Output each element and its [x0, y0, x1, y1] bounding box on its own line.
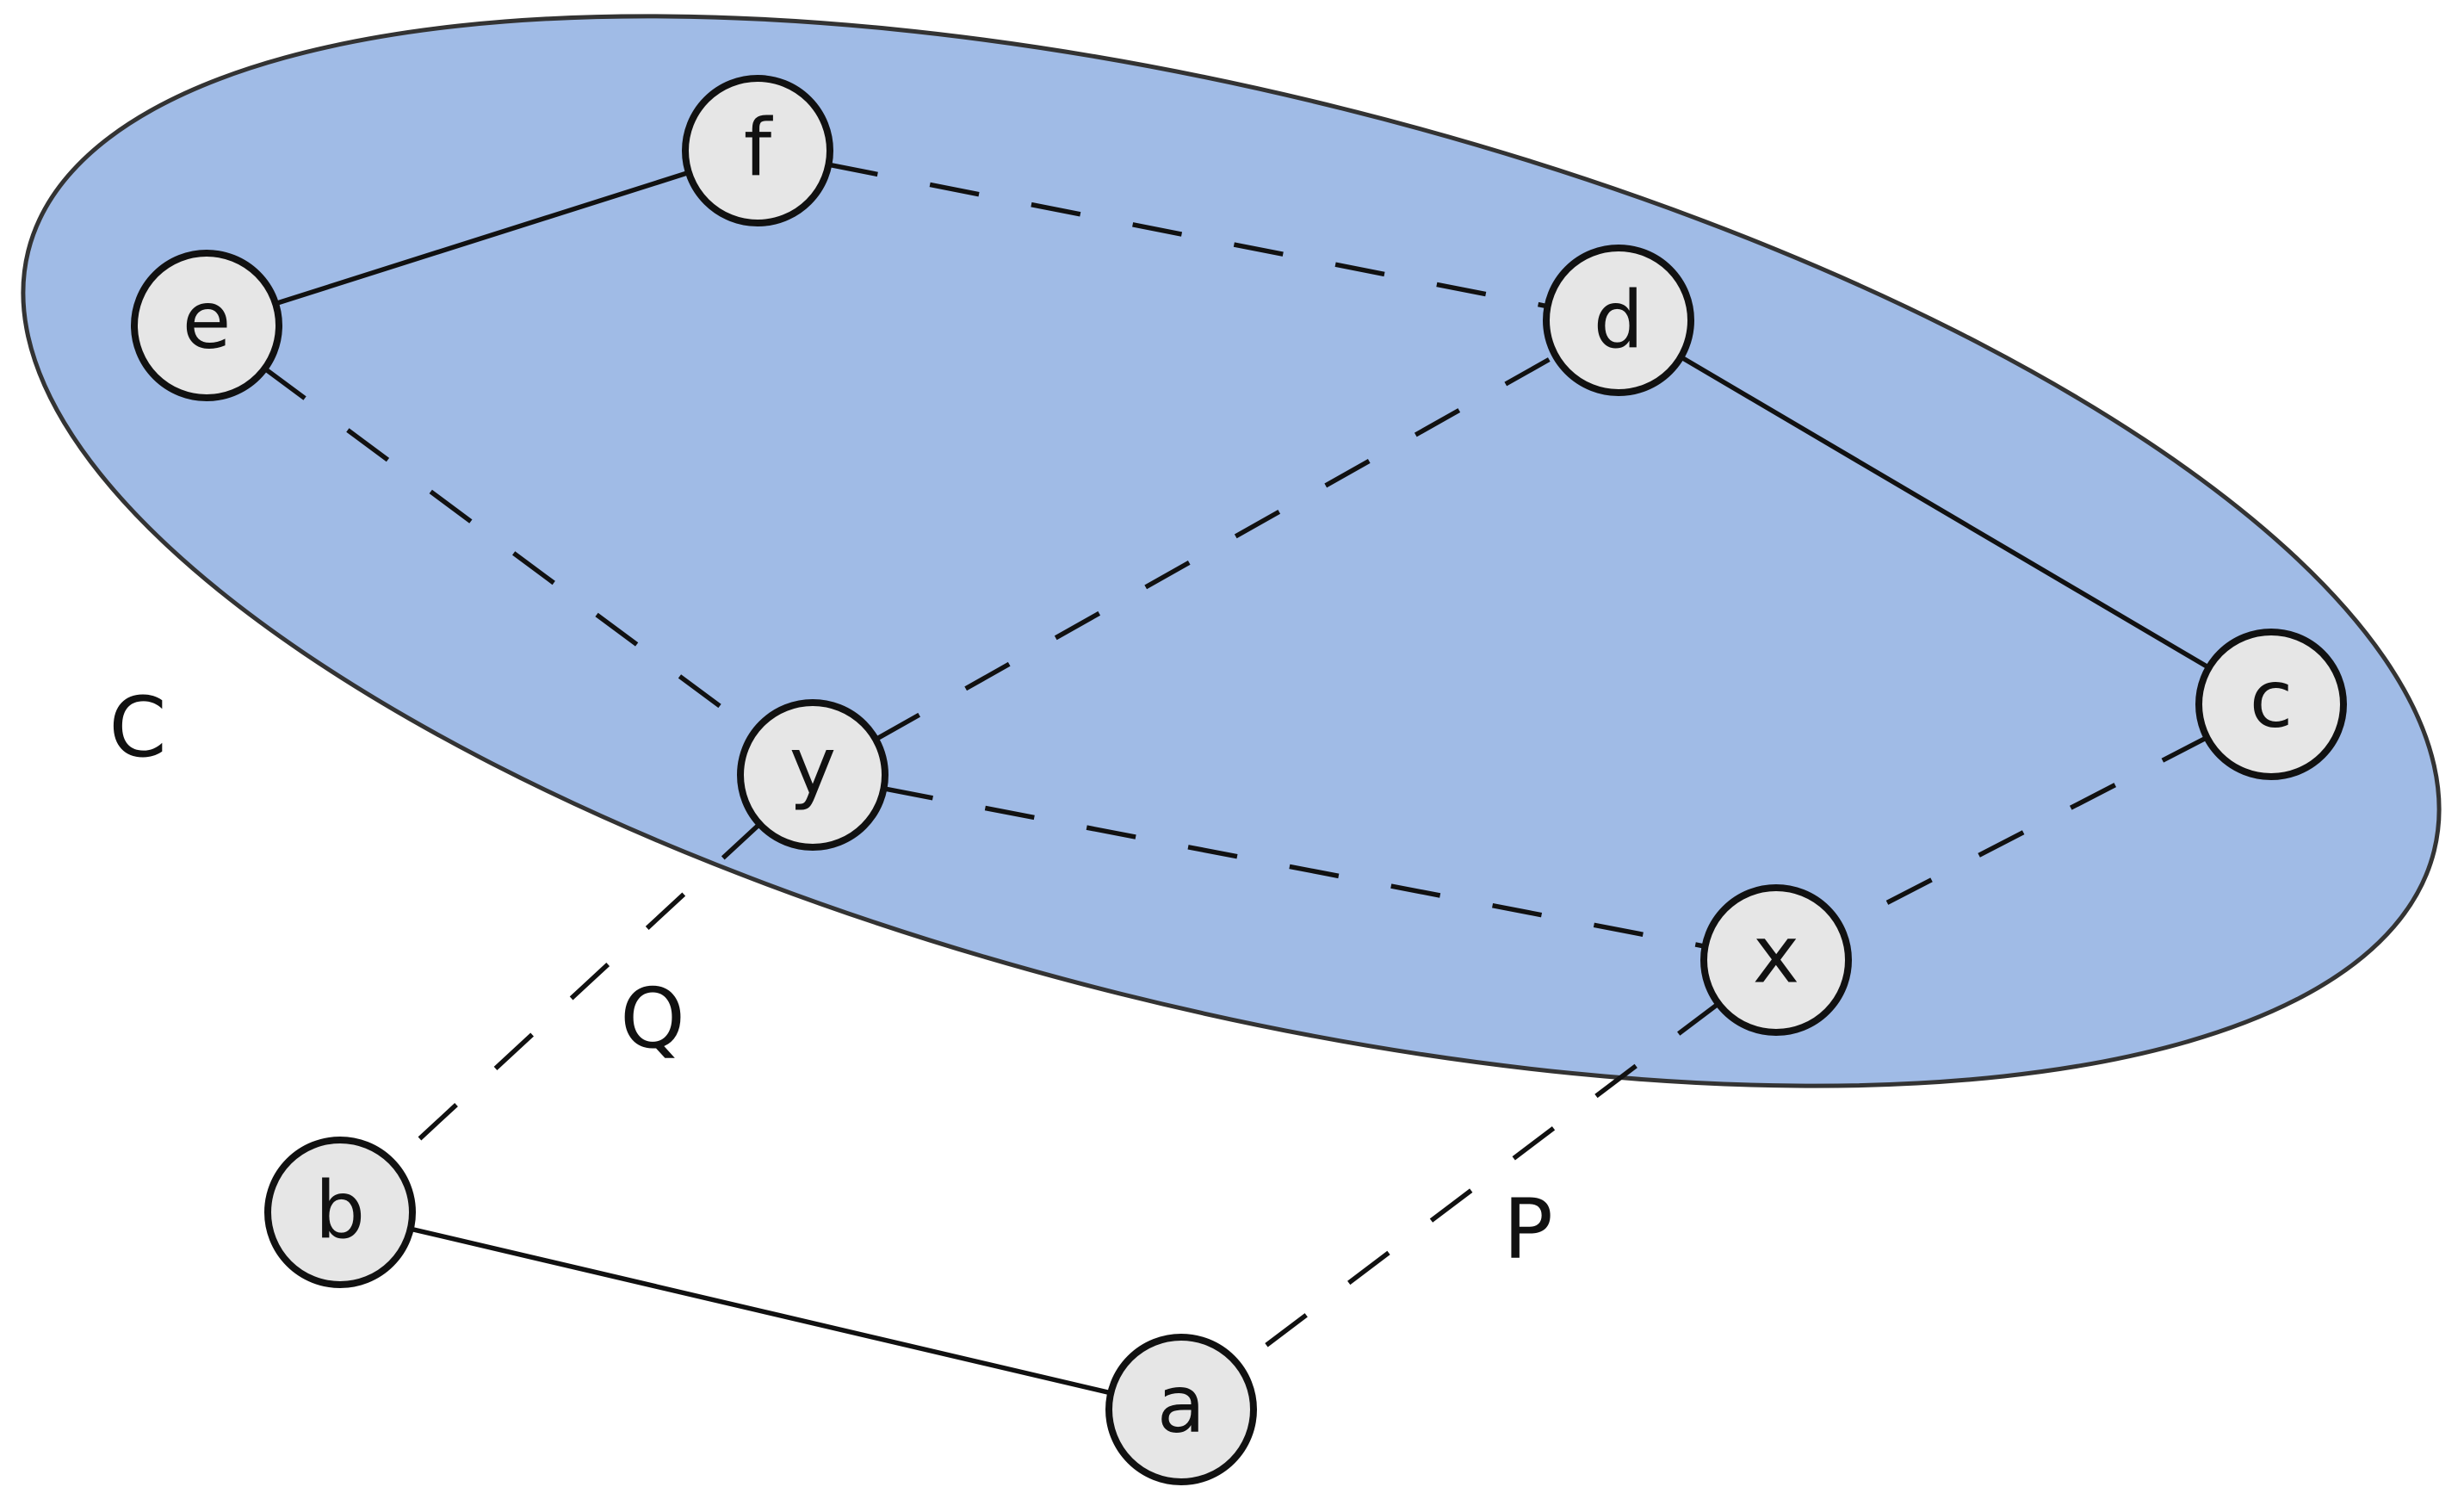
edge-b-a [410, 1226, 1111, 1396]
node-b-circle [264, 1137, 416, 1288]
node-e-label: e [183, 275, 232, 367]
path-label-p: P [1503, 1181, 1553, 1278]
node-y-label: y [789, 721, 836, 813]
node-a: a [1105, 1334, 1257, 1485]
node-a-circle [1105, 1334, 1257, 1485]
edge-d-c [1680, 355, 2210, 670]
node-c: c [2195, 629, 2347, 780]
edge-y-b [391, 822, 762, 1165]
edge-f-d [827, 162, 1549, 309]
node-f: f [682, 75, 833, 226]
edges [263, 162, 2210, 1396]
node-x-circle [1700, 884, 1852, 1036]
edge-c-x [1839, 735, 2208, 929]
node-x: x [1700, 884, 1852, 1036]
node-b: b [264, 1137, 416, 1288]
node-y-circle [737, 699, 888, 851]
region-label-c: C [108, 679, 166, 776]
edge-y-d [874, 353, 1557, 742]
node-d-circle [1543, 245, 1694, 396]
node-d: d [1543, 245, 1694, 396]
node-f-circle [682, 75, 833, 226]
node-c-label: c [2250, 654, 2294, 746]
node-c-circle [2195, 629, 2347, 780]
node-d-label: d [1594, 275, 1644, 367]
edge-y-x [882, 786, 1706, 949]
node-b-label: b [315, 1165, 365, 1257]
node-f-label: f [744, 102, 774, 195]
edge-e-f [275, 170, 690, 307]
node-e: e [131, 250, 282, 401]
node-a-label: a [1157, 1359, 1205, 1451]
node-x-label: x [1753, 909, 1799, 1001]
path-label-q: Q [620, 970, 685, 1067]
node-y: y [737, 699, 888, 851]
node-e-circle [131, 250, 282, 401]
region-c-ellipse [21, 14, 2442, 1088]
